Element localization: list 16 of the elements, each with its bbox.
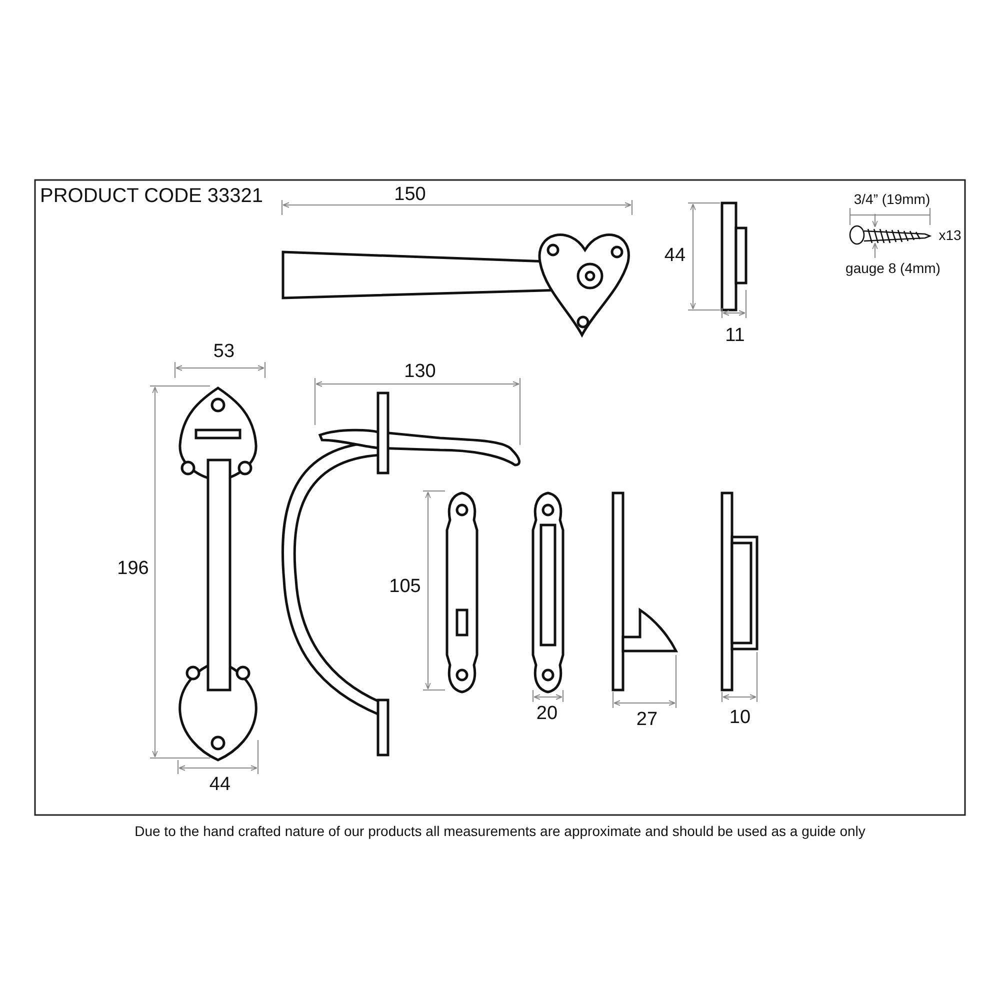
dimension-label: 150: [394, 184, 426, 206]
dimension-label: 196: [117, 558, 149, 580]
dimension-label: 44: [664, 245, 686, 267]
dimension-label: 3/4” (19mm): [854, 191, 930, 207]
dimension-label: 130: [404, 361, 436, 383]
dimension-label: 53: [213, 341, 235, 363]
dimension-label: 27: [636, 709, 658, 731]
dimension-label: 44: [209, 774, 231, 796]
quantity-label: x13: [938, 227, 962, 243]
dimension-label: gauge 8 (4mm): [846, 260, 940, 276]
product-code: PRODUCT CODE 33321: [40, 185, 264, 208]
disclaimer-note: Due to the hand crafted nature of our products all measurements are approximate and should be used as a guide only: [134, 823, 866, 839]
dimension-label: 105: [389, 576, 421, 598]
dimension-label: 20: [536, 703, 558, 725]
dimension-label: 11: [725, 325, 745, 347]
dimension-label: 10: [729, 707, 751, 729]
